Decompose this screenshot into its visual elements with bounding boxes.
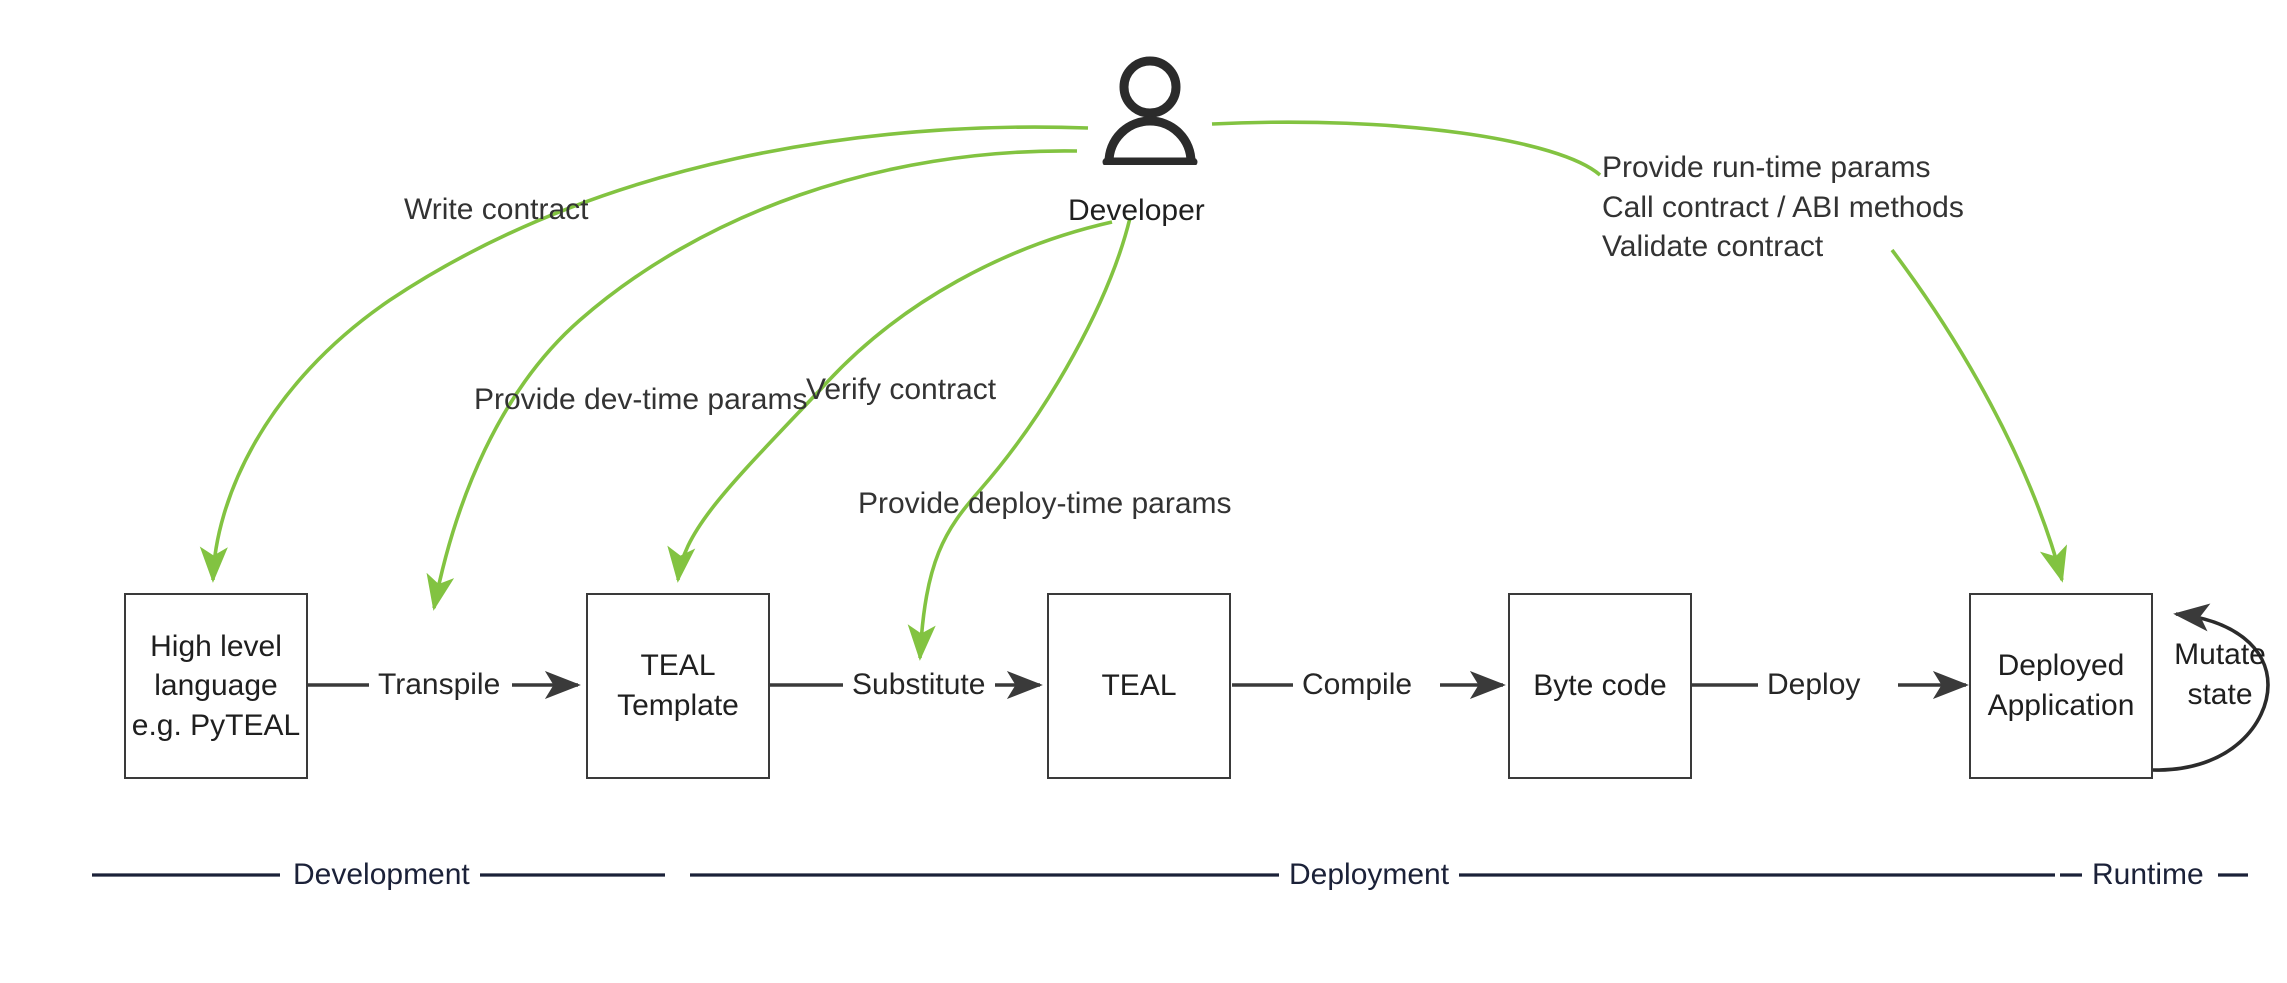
actor-curve-provide-dev-time-params bbox=[426, 149, 1078, 611]
curve-label-write-contract: Write contract bbox=[404, 193, 589, 226]
curve-label-provide-deploy-time-params: Provide deploy-time params bbox=[858, 487, 1232, 520]
actor-curve-provide-deploy-time-params bbox=[907, 217, 1132, 661]
developer-label: Developer bbox=[1068, 194, 1205, 227]
developer-icon bbox=[1102, 56, 1198, 165]
runtime-action-line: Call contract / ABI methods bbox=[1602, 190, 1964, 224]
curve-label-provide-dev-time-params: Provide dev-time params bbox=[474, 383, 808, 416]
node-byte-code[interactable]: Byte code bbox=[1508, 593, 1692, 779]
edge-label-deploy: Deploy bbox=[1758, 668, 1870, 701]
actor-curve-runtime-to-app bbox=[1890, 248, 2068, 583]
self-loop-mutate-state bbox=[2151, 603, 2270, 772]
node-teal-template[interactable]: TEAL Template bbox=[586, 593, 770, 779]
edge-label-compile: Compile bbox=[1293, 668, 1422, 701]
node-label: Deployed Application bbox=[1987, 649, 2135, 722]
node-label: Byte code bbox=[1533, 669, 1667, 703]
runtime-action-line: Validate contract bbox=[1602, 230, 1824, 264]
phase-label-development: Development bbox=[283, 858, 480, 892]
node-label: TEAL Template bbox=[617, 649, 739, 722]
phase-label-runtime: Runtime bbox=[2082, 858, 2214, 892]
runtime-action-line: Provide run-time params bbox=[1602, 151, 1931, 184]
node-deployed-application[interactable]: Deployed Application bbox=[1969, 593, 2153, 779]
node-label: TEAL bbox=[1101, 669, 1177, 703]
edge-label-substitute: Substitute bbox=[843, 668, 995, 701]
phase-label-deployment: Deployment bbox=[1279, 858, 1460, 892]
curve-label-runtime-actions: Provide run-time params Call contract / … bbox=[1602, 148, 1964, 267]
edge-label-transpile: Transpile bbox=[369, 668, 510, 701]
node-teal[interactable]: TEAL bbox=[1047, 593, 1231, 779]
curve-label-verify-contract: Verify contract bbox=[806, 373, 997, 406]
actor-curve-verify-contract bbox=[667, 220, 1113, 583]
actor-curve-write-contract bbox=[199, 125, 1089, 583]
node-high-level-language[interactable]: High level language e.g. PyTEAL bbox=[124, 593, 308, 779]
node-label: High level language e.g. PyTEAL bbox=[131, 629, 301, 742]
self-loop-label-mutate-state: Mutate state bbox=[2174, 638, 2266, 711]
actor-curve-runtime-actions bbox=[1211, 120, 1602, 177]
